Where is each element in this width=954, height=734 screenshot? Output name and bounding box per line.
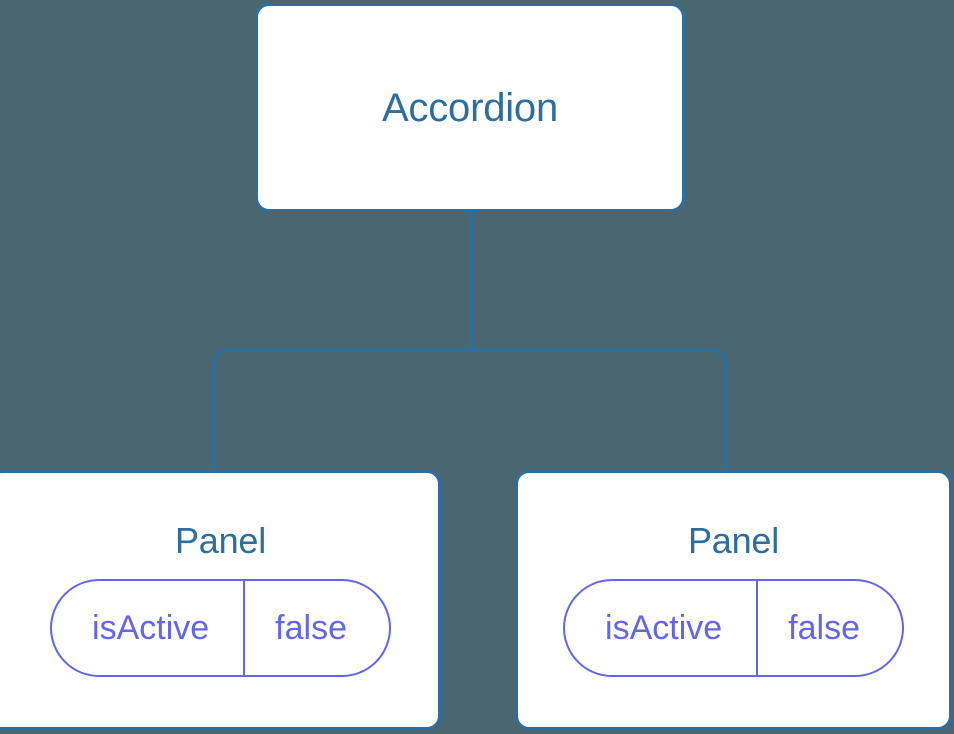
state-pill-left[interactable]: isActive false	[50, 579, 391, 677]
node-accordion[interactable]: Accordion	[255, 3, 685, 212]
state-pill-left-key: isActive	[52, 581, 246, 675]
state-pill-right-key: isActive	[565, 581, 759, 675]
connector-branch-bar	[212, 348, 728, 474]
node-panel-right-title: Panel	[687, 520, 780, 561]
node-panel-left[interactable]: Panel isActive false	[0, 470, 441, 730]
state-pill-left-value: false	[275, 609, 347, 647]
state-pill-right-value: false	[788, 609, 860, 647]
node-panel-left-content: Panel isActive false	[0, 473, 441, 677]
node-panel-left-title: Panel	[174, 520, 267, 561]
node-panel-right[interactable]: Panel isActive false	[515, 470, 952, 730]
node-panel-right-content: Panel isActive false	[515, 473, 952, 677]
state-pill-right[interactable]: isActive false	[563, 579, 904, 677]
node-accordion-title: Accordion	[381, 85, 559, 130]
